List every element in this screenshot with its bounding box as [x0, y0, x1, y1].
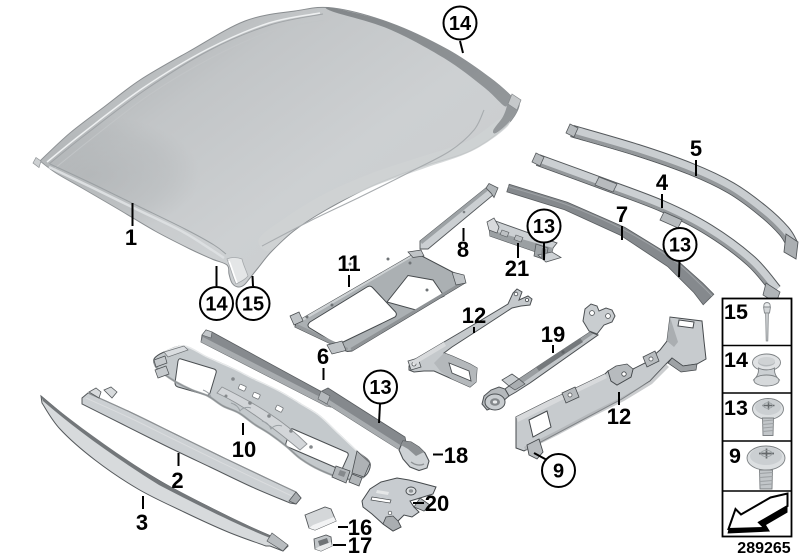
svg-text:10: 10 — [232, 437, 256, 462]
svg-text:13: 13 — [669, 235, 691, 257]
svg-text:12: 12 — [607, 404, 631, 429]
svg-text:13: 13 — [724, 396, 748, 420]
svg-text:1: 1 — [125, 225, 137, 250]
svg-text:9: 9 — [729, 444, 741, 468]
svg-text:289265: 289265 — [737, 540, 790, 557]
svg-text:7: 7 — [616, 202, 628, 227]
svg-text:11: 11 — [337, 251, 360, 276]
svg-text:19: 19 — [541, 322, 565, 347]
svg-text:14: 14 — [205, 294, 228, 316]
svg-text:8: 8 — [457, 237, 469, 262]
svg-text:3: 3 — [136, 510, 148, 535]
svg-text:9: 9 — [553, 461, 564, 483]
svg-text:17: 17 — [348, 533, 372, 558]
svg-text:2: 2 — [171, 468, 183, 493]
svg-text:13: 13 — [369, 377, 391, 399]
svg-text:6: 6 — [317, 344, 329, 369]
svg-text:18: 18 — [444, 443, 468, 468]
svg-text:13: 13 — [533, 216, 555, 238]
svg-text:21: 21 — [505, 256, 529, 281]
svg-text:15: 15 — [724, 300, 748, 324]
svg-text:14: 14 — [724, 348, 748, 372]
svg-text:20: 20 — [425, 491, 449, 516]
svg-text:5: 5 — [690, 136, 702, 161]
svg-text:14: 14 — [449, 13, 472, 35]
svg-text:15: 15 — [242, 294, 264, 316]
svg-text:4: 4 — [656, 170, 669, 195]
svg-text:12: 12 — [462, 303, 486, 328]
svg-text:16: 16 — [348, 515, 372, 540]
